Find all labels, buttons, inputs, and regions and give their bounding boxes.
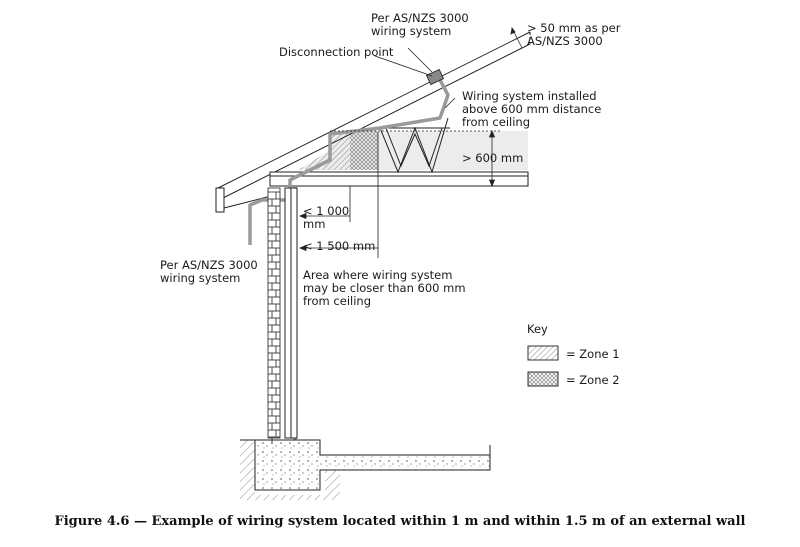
label-disconnection-point: Disconnection point xyxy=(279,45,394,59)
label-per-as-nzs-top: Per AS/NZS 3000 wiring system xyxy=(371,11,469,38)
label-lt-1000mm: < 1 000 mm xyxy=(303,204,350,231)
wall-frame xyxy=(284,187,298,439)
key-title: Key xyxy=(527,322,548,336)
brick-wall xyxy=(267,187,281,444)
zone-2-area xyxy=(350,131,378,170)
key-zone-1-swatch xyxy=(527,345,559,361)
label-lt-1500mm: < 1 500 mm xyxy=(303,239,376,253)
dimensions xyxy=(298,27,523,258)
key-zone-2-label: = Zone 2 xyxy=(566,373,620,387)
label-gt-50mm: > 50 mm as per AS/NZS 3000 xyxy=(527,21,621,48)
fascia xyxy=(215,187,276,213)
label-gt-600mm: > 600 mm xyxy=(462,151,524,165)
label-per-as-nzs-left: Per AS/NZS 3000 wiring system xyxy=(160,258,258,285)
slab-and-footing xyxy=(240,439,491,500)
key-zone-1-label: = Zone 1 xyxy=(566,347,620,361)
label-area-closer: Area where wiring system may be closer t… xyxy=(303,268,466,308)
label-wiring-installed: Wiring system installed above 600 mm dis… xyxy=(462,89,602,129)
ceiling xyxy=(269,171,529,187)
figure-caption: Figure 4.6 — Example of wiring system lo… xyxy=(54,514,746,529)
disconnection-point-box xyxy=(425,68,445,86)
key-zone-2-swatch xyxy=(527,371,559,387)
